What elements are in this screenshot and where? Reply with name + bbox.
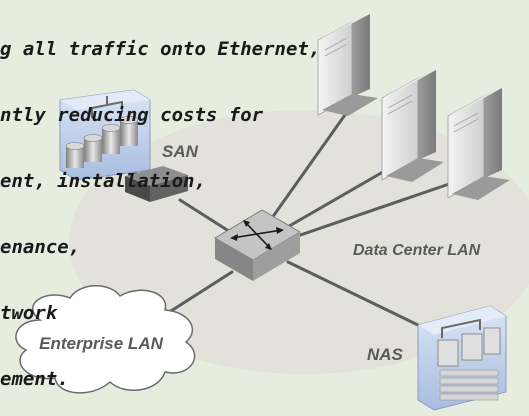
cable-switch-server-2 xyxy=(270,163,397,238)
san-label: SAN xyxy=(162,142,198,161)
server-tower-icon-3 xyxy=(447,88,510,200)
enterprise-lan-label: Enterprise LAN xyxy=(39,334,163,353)
server-tower-icon-1 xyxy=(317,14,378,116)
description-line-3: ent, installation, xyxy=(0,170,206,192)
description-line-2: ntly reducing costs for xyxy=(0,104,264,126)
network-cables xyxy=(118,103,454,328)
cable-switch-server-1 xyxy=(260,103,354,234)
cable-switch-server-3 xyxy=(278,181,454,244)
description-text: g all traffic onto Ethernet, ntly reduci… xyxy=(0,38,321,390)
disk-stack xyxy=(65,116,139,168)
cloud-icon xyxy=(15,285,196,394)
san-device-icon xyxy=(125,166,188,202)
nas-storage-icon xyxy=(417,305,507,411)
cable-switch-nas xyxy=(286,260,422,328)
description-line-4: enance, xyxy=(0,236,81,258)
storage-array-icon xyxy=(59,89,151,181)
server-tower-icon-2 xyxy=(381,70,444,182)
nas-label: NAS xyxy=(367,345,403,364)
cable-switch-san xyxy=(178,198,237,237)
description-line-1: g all traffic onto Ethernet, xyxy=(0,38,321,60)
network-switch-icon xyxy=(214,209,301,281)
description-line-6: ement. xyxy=(0,368,69,390)
description-line-5: twork xyxy=(0,302,58,324)
data-center-lan-label: Data Center LAN xyxy=(353,242,481,259)
